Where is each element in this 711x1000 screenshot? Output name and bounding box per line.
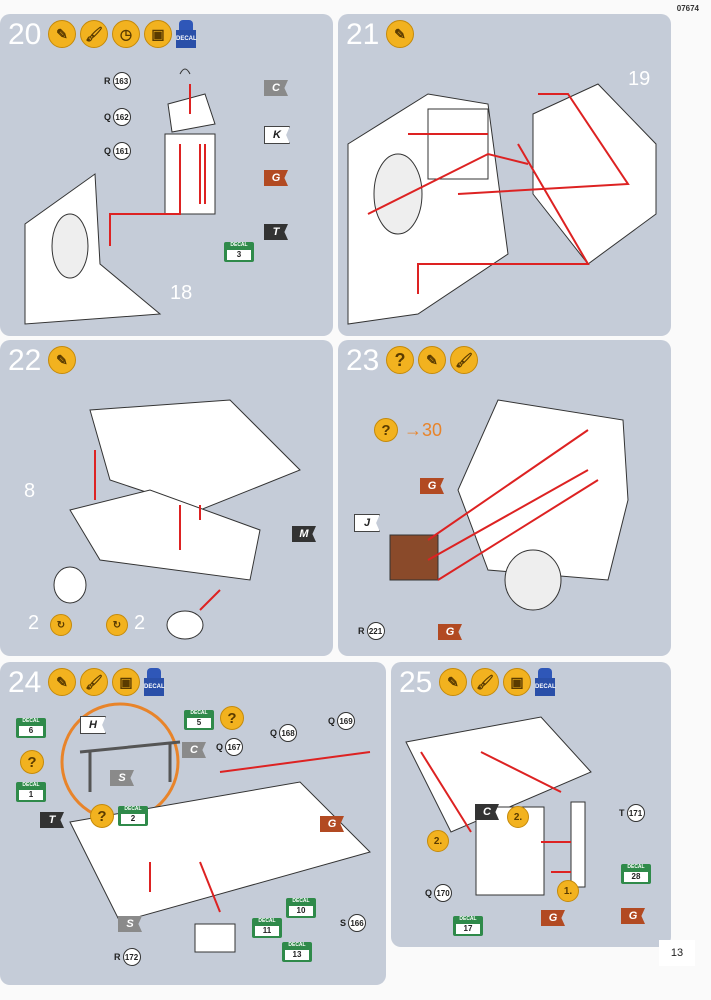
question-icon: ? xyxy=(220,706,244,730)
step-number: 24 xyxy=(8,666,42,699)
quantity-label: 2 xyxy=(134,612,146,634)
question-icon: ? xyxy=(90,804,114,828)
glue-icon: ✎ xyxy=(439,668,467,696)
step-number: 20 xyxy=(8,18,42,51)
paint-flag: G xyxy=(541,910,565,926)
glue-icon: ✎ xyxy=(386,20,414,48)
reference-step: 18 xyxy=(170,282,193,304)
question-icon: ? xyxy=(20,750,44,774)
paint-flag: G xyxy=(438,624,462,640)
paint-flag: C xyxy=(475,804,499,820)
paint-icon: 🖌 xyxy=(450,346,478,374)
paint-flag: G xyxy=(320,816,344,832)
glue-icon: ✎ xyxy=(48,20,76,48)
paint-surface-icon: ▣ xyxy=(503,668,531,696)
step-21-illustration xyxy=(347,83,657,325)
glue-icon: ✎ xyxy=(48,668,76,696)
document-code: 07674 xyxy=(676,4,699,13)
step-number: 25 xyxy=(399,666,433,699)
step-number: 22 xyxy=(8,344,42,377)
step-23-illustration xyxy=(389,399,629,611)
paint-flag: T xyxy=(40,812,64,828)
paint-icon: 🖌 xyxy=(80,668,108,696)
step-20-illustration xyxy=(24,68,216,325)
step-icons: ✎ 🖌 ◷ ▣ DECAL xyxy=(48,20,197,50)
paint-flag: C xyxy=(182,742,206,758)
step-number: 23 xyxy=(346,344,380,377)
paint-flag: S xyxy=(118,916,142,932)
paint-icon: 🖌 xyxy=(471,668,499,696)
rotate-icon: ↻ xyxy=(50,614,72,636)
paint-surface-icon: ▣ xyxy=(112,668,140,696)
reference-arrow: →30 xyxy=(404,420,443,440)
question-icon: ? xyxy=(374,418,398,442)
paint-flag: G xyxy=(621,908,645,924)
paint-flag: G xyxy=(264,170,288,186)
step-icons: ✎ xyxy=(386,20,414,48)
paint-flag: T xyxy=(264,224,288,240)
paint-flag: S xyxy=(110,770,134,786)
order-badge: 2. xyxy=(507,806,529,828)
paint-flag: M xyxy=(292,526,316,542)
step-21-panel: 21 ✎ 19 xyxy=(338,14,671,336)
decal-bottle-icon: DECAL xyxy=(176,20,197,50)
step-number: 21 xyxy=(346,18,380,51)
decal-bottle-icon: DECAL xyxy=(144,668,165,698)
step-icons: ? ✎ 🖌 xyxy=(386,346,478,374)
paint-icon: 🖌 xyxy=(80,20,108,48)
page-number: 13 xyxy=(659,940,695,966)
step-icons: ✎ xyxy=(48,346,76,374)
step-icons: ✎ 🖌 ▣ DECAL xyxy=(48,668,165,698)
rotate-icon: ↻ xyxy=(106,614,128,636)
order-badge: 1. xyxy=(557,880,579,902)
question-icon: ? xyxy=(386,346,414,374)
reference-step: 8 xyxy=(24,480,36,502)
step-22-illustration xyxy=(53,399,301,640)
paint-surface-icon: ▣ xyxy=(144,20,172,48)
glue-icon: ✎ xyxy=(418,346,446,374)
paint-flag: G xyxy=(420,478,444,494)
clock-icon: ◷ xyxy=(112,20,140,48)
glue-icon: ✎ xyxy=(48,346,76,374)
paint-flag: H xyxy=(80,716,106,734)
reference-step: 19 xyxy=(628,68,651,90)
paint-flag: C xyxy=(264,80,288,96)
step-icons: ✎ 🖌 ▣ DECAL xyxy=(439,668,556,698)
quantity-label: 2 xyxy=(28,612,40,634)
step-22-panel: 22 ✎ 8 2 ↻ ↻ 2 M xyxy=(0,340,333,656)
decal-bottle-icon: DECAL xyxy=(535,668,556,698)
order-badge: 2. xyxy=(427,830,449,852)
